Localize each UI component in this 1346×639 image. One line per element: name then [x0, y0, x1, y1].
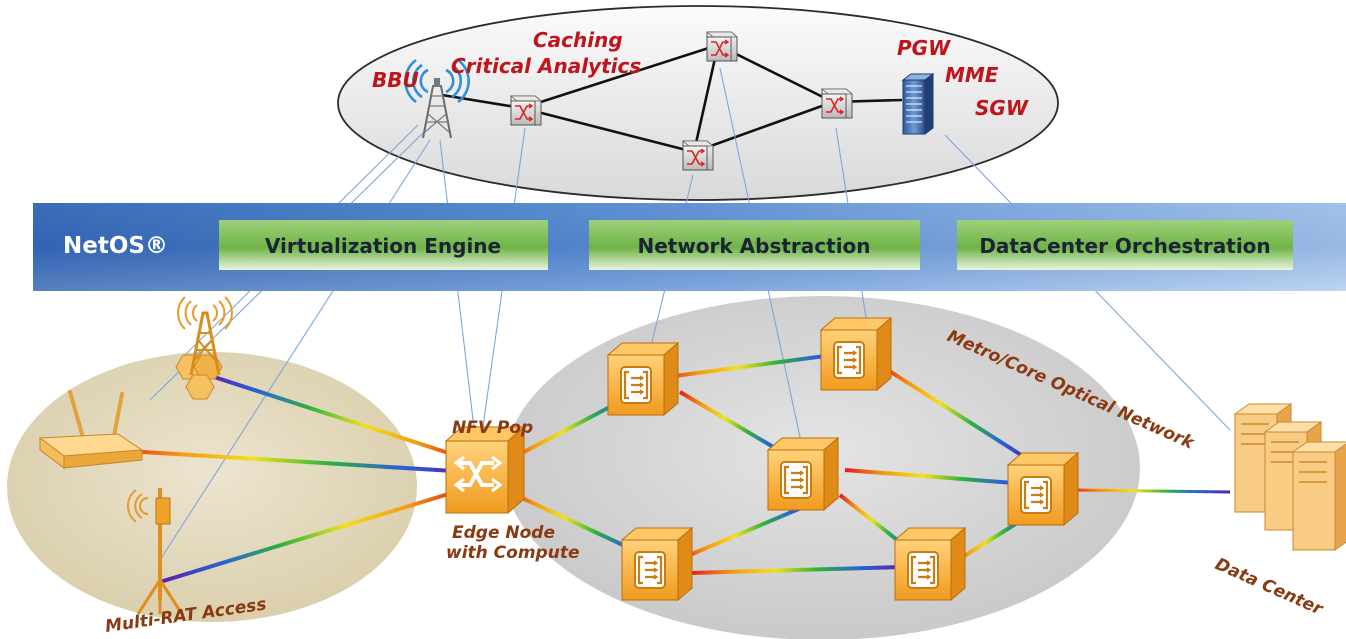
nfv-pop-label: NFV Pop — [452, 418, 533, 438]
sgw-label: SGW — [975, 96, 1029, 120]
virtual-switch-icon — [682, 140, 714, 171]
radio-tower-icon — [175, 296, 233, 400]
nfv-node-icon — [444, 425, 526, 515]
virtual-switch-icon — [706, 31, 738, 62]
bbu-label: BBU — [372, 68, 419, 92]
antenna-mast-icon — [127, 488, 184, 615]
optical-node-icon — [1006, 451, 1080, 527]
server-rack-icon — [901, 73, 935, 135]
edge-node-label-2: with Compute — [446, 543, 579, 563]
wifi-router-icon — [38, 390, 144, 469]
optical-node-icon — [766, 436, 840, 512]
module-label: Virtualization Engine — [265, 234, 501, 258]
edge-node-label: Edge Node — [452, 523, 555, 543]
mme-label: MME — [945, 63, 999, 87]
caching-label: Caching — [533, 28, 623, 52]
virtual-switch-icon — [510, 95, 542, 126]
module-label: Network Abstraction — [637, 234, 870, 258]
netos-title: NetOS® — [63, 233, 168, 259]
optical-node-icon — [620, 526, 694, 602]
module-network-abstraction — [589, 220, 920, 270]
optical-node-icon — [606, 341, 680, 417]
module-virtualization-engine — [219, 220, 548, 270]
cell-tower-icon — [404, 58, 470, 139]
virtual-switch-icon — [821, 88, 853, 119]
core-cloud — [337, 5, 1059, 201]
critical-analytics-label: Critical Analytics — [451, 54, 641, 78]
data-center-label: Data Center — [1212, 554, 1327, 620]
optical-node-icon — [819, 316, 893, 392]
pgw-label: PGW — [897, 36, 951, 60]
datacenter-server-icon — [1233, 403, 1346, 551]
optical-node-icon — [893, 526, 967, 602]
module-datacenter-orchestration — [957, 220, 1293, 270]
module-label: DataCenter Orchestration — [979, 234, 1270, 258]
access-network-area — [7, 352, 417, 622]
core-links — [441, 43, 903, 154]
